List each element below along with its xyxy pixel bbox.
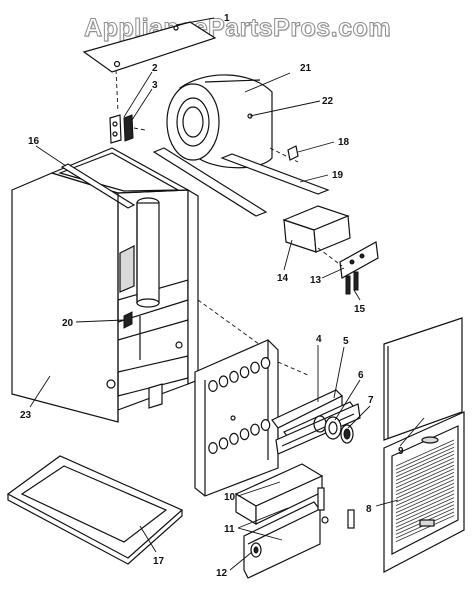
louvered-door-part	[383, 411, 465, 573]
callout-7: 7	[368, 395, 374, 406]
louver-slat	[395, 482, 455, 510]
louver-slat	[395, 461, 455, 488]
burner-hole-icon	[229, 370, 239, 383]
heat-exchanger-panel-part	[194, 339, 311, 497]
louver-slat	[395, 479, 455, 506]
control-box-part	[282, 205, 379, 295]
cabinet-part	[11, 147, 271, 423]
louver-slat	[395, 450, 455, 478]
callout-15: 15	[354, 304, 366, 315]
callout-12: 12	[216, 568, 228, 579]
callout-8: 8	[366, 504, 372, 515]
callout-23: 23	[20, 410, 32, 421]
burner-plates-part	[271, 389, 361, 455]
louver-slat	[395, 500, 455, 528]
callout-17: 17	[153, 556, 165, 567]
louver-slat	[395, 468, 455, 496]
callout-1: 1	[224, 13, 230, 24]
burner-hole-icon	[229, 432, 239, 445]
burner-hole-icon	[239, 366, 250, 379]
bottom-pan-part	[6, 455, 184, 565]
callout-3: 3	[152, 80, 158, 91]
bracket-parts	[109, 114, 146, 144]
louver-slat	[395, 493, 455, 521]
burner-hole-icon	[250, 361, 260, 374]
callout-5: 5	[343, 336, 349, 347]
callout-11: 11	[224, 524, 235, 535]
callout-20: 20	[62, 318, 74, 329]
burner-hole-icon	[250, 423, 260, 436]
burner-hole-icon	[218, 375, 229, 388]
callout-19: 19	[332, 170, 344, 181]
louver-slat	[395, 464, 455, 492]
callout-14: 14	[277, 273, 289, 284]
leader-lines	[29, 17, 425, 571]
callout-22: 22	[322, 96, 334, 107]
callout-16: 16	[28, 136, 40, 147]
callout-9: 9	[398, 446, 404, 457]
blower-rails-part	[152, 147, 330, 217]
callout-10: 10	[224, 492, 236, 503]
louver-slat	[395, 504, 455, 532]
burner-hole-icon	[260, 419, 271, 432]
callout-2: 2	[152, 63, 158, 74]
louver-slat	[395, 515, 455, 542]
louver-slat	[395, 457, 455, 485]
clip-20-part	[123, 311, 133, 329]
filter-part	[383, 317, 463, 441]
callout-6: 6	[358, 370, 364, 381]
louver-slat	[395, 439, 455, 467]
louver-slat	[395, 472, 455, 499]
burner-hole-icon	[218, 437, 229, 450]
callout-18: 18	[338, 137, 350, 148]
top-plate-part	[82, 21, 217, 113]
clip-part	[287, 145, 299, 161]
callout-labels: 1 2 3 21 22 18 19 16 20 23 14 13 15 4 5 …	[20, 13, 404, 579]
louver-slat	[395, 454, 455, 481]
louver-slat	[395, 443, 455, 470]
burner-hole-icon	[260, 357, 271, 370]
burner-box-part	[234, 463, 355, 579]
callout-21: 21	[300, 63, 312, 74]
callout-4: 4	[316, 334, 322, 345]
louver-slat	[395, 486, 455, 514]
louver-slat	[395, 497, 455, 524]
burner-hole-icon	[239, 428, 250, 441]
callout-13: 13	[310, 275, 322, 286]
louver-slat	[395, 446, 455, 474]
louver-slat	[395, 490, 455, 517]
louver-slat	[395, 475, 455, 503]
blower-part	[166, 74, 273, 169]
burner-hole-icon	[208, 380, 218, 393]
burner-hole-icon	[208, 442, 218, 455]
